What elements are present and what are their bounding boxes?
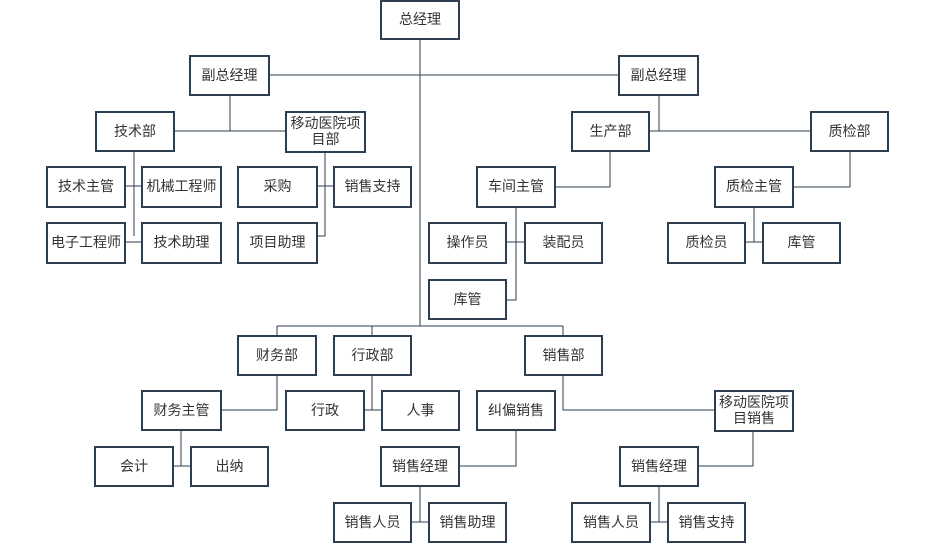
node-sales-manager-left[interactable]: 销售经理 (380, 446, 460, 487)
node-mobile-hospital-project-sales[interactable]: 移动医院项目销售 (714, 390, 794, 432)
node-mobile-hospital-project-dept[interactable]: 移动医院项目部 (285, 111, 366, 153)
node-qc-supervisor[interactable]: 质检主管 (714, 166, 794, 208)
connector (699, 432, 754, 467)
connector (556, 152, 611, 188)
node-sales-support-project[interactable]: 销售支持 (333, 166, 412, 208)
node-finance-dept[interactable]: 财务部 (237, 335, 317, 376)
node-corrective-sales[interactable]: 纠偏销售 (476, 390, 556, 431)
node-mechanical-engineer[interactable]: 机械工程师 (141, 166, 222, 208)
node-sales-assistant[interactable]: 销售助理 (428, 502, 507, 543)
node-general-manager[interactable]: 总经理 (380, 0, 460, 40)
node-vice-gm-right[interactable]: 副总经理 (618, 55, 699, 96)
connector (222, 376, 278, 411)
node-cashier[interactable]: 出纳 (190, 446, 269, 487)
node-assembler[interactable]: 装配员 (524, 222, 603, 264)
node-human-resources[interactable]: 人事 (381, 390, 460, 431)
node-electronic-engineer[interactable]: 电子工程师 (46, 222, 126, 264)
connector (507, 208, 517, 301)
node-admin-dept[interactable]: 行政部 (333, 335, 412, 376)
node-tech-dept[interactable]: 技术部 (95, 111, 175, 152)
node-production-dept[interactable]: 生产部 (571, 111, 650, 152)
node-administration[interactable]: 行政 (285, 390, 365, 431)
connector (794, 152, 851, 188)
node-salesperson-right[interactable]: 销售人员 (571, 502, 651, 543)
node-warehouse-keeper-qc[interactable]: 库管 (762, 222, 841, 264)
node-accountant[interactable]: 会计 (94, 446, 174, 487)
connector (562, 376, 714, 411)
node-project-assistant[interactable]: 项目助理 (237, 222, 318, 264)
connector (318, 153, 326, 237)
node-vice-gm-left[interactable]: 副总经理 (189, 55, 270, 96)
node-tech-supervisor[interactable]: 技术主管 (46, 166, 126, 208)
node-sales-dept[interactable]: 销售部 (524, 335, 603, 376)
node-workshop-supervisor[interactable]: 车间主管 (476, 166, 556, 208)
node-operator[interactable]: 操作员 (428, 222, 507, 264)
node-qc-dept[interactable]: 质检部 (810, 111, 889, 152)
connector (460, 431, 517, 467)
node-salesperson-left[interactable]: 销售人员 (333, 502, 412, 543)
node-procurement[interactable]: 采购 (237, 166, 318, 208)
node-sales-manager-right[interactable]: 销售经理 (619, 446, 699, 487)
node-sales-support-sales[interactable]: 销售支持 (667, 502, 746, 543)
node-warehouse-keeper-production[interactable]: 库管 (428, 279, 507, 320)
node-tech-assistant[interactable]: 技术助理 (141, 222, 222, 264)
node-qc-inspector[interactable]: 质检员 (667, 222, 746, 264)
node-finance-supervisor[interactable]: 财务主管 (141, 390, 222, 431)
